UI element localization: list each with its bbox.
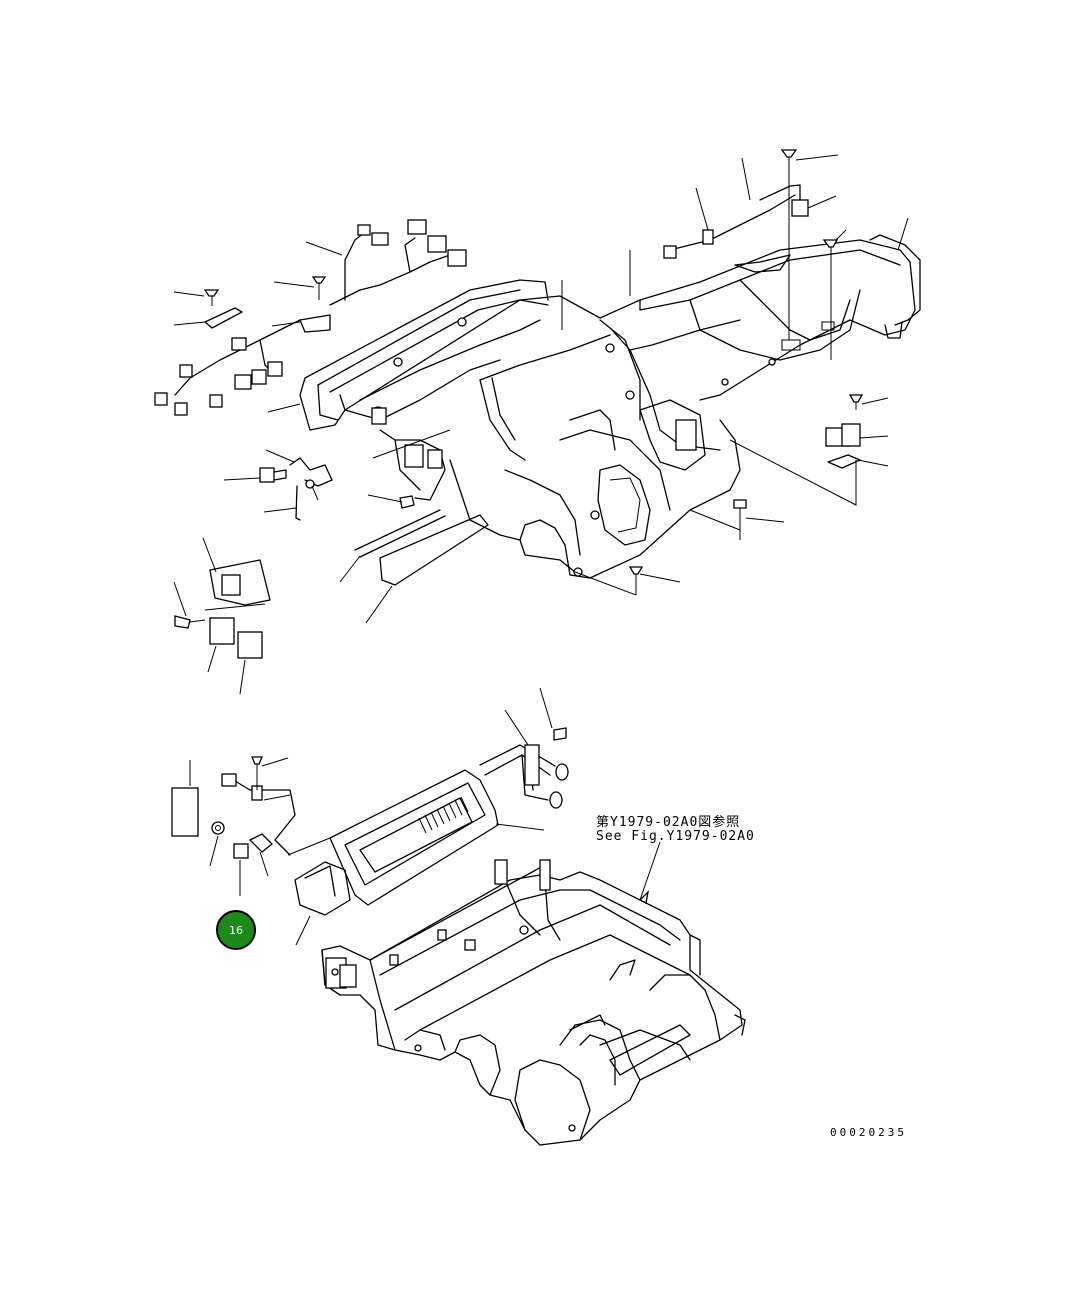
reference-note-japanese: 第Y1979-02A0図参照 [596, 815, 741, 830]
upper-left-fasteners [174, 276, 489, 659]
leader-lines-upper [173, 154, 909, 695]
reference-note-english[interactable]: See Fig.Y1979-02A0 [596, 829, 755, 844]
drawing-number: 00020235 [830, 1126, 907, 1139]
upper-housing [299, 234, 921, 579]
upper-right-parts [628, 149, 864, 595]
leader-lines-lower [189, 687, 661, 946]
lower-case [321, 859, 746, 1146]
pipe-assembly [171, 727, 569, 859]
filter-frame [294, 769, 499, 916]
wire-harness [154, 219, 467, 416]
callout-badge[interactable]: 16 [216, 910, 256, 950]
